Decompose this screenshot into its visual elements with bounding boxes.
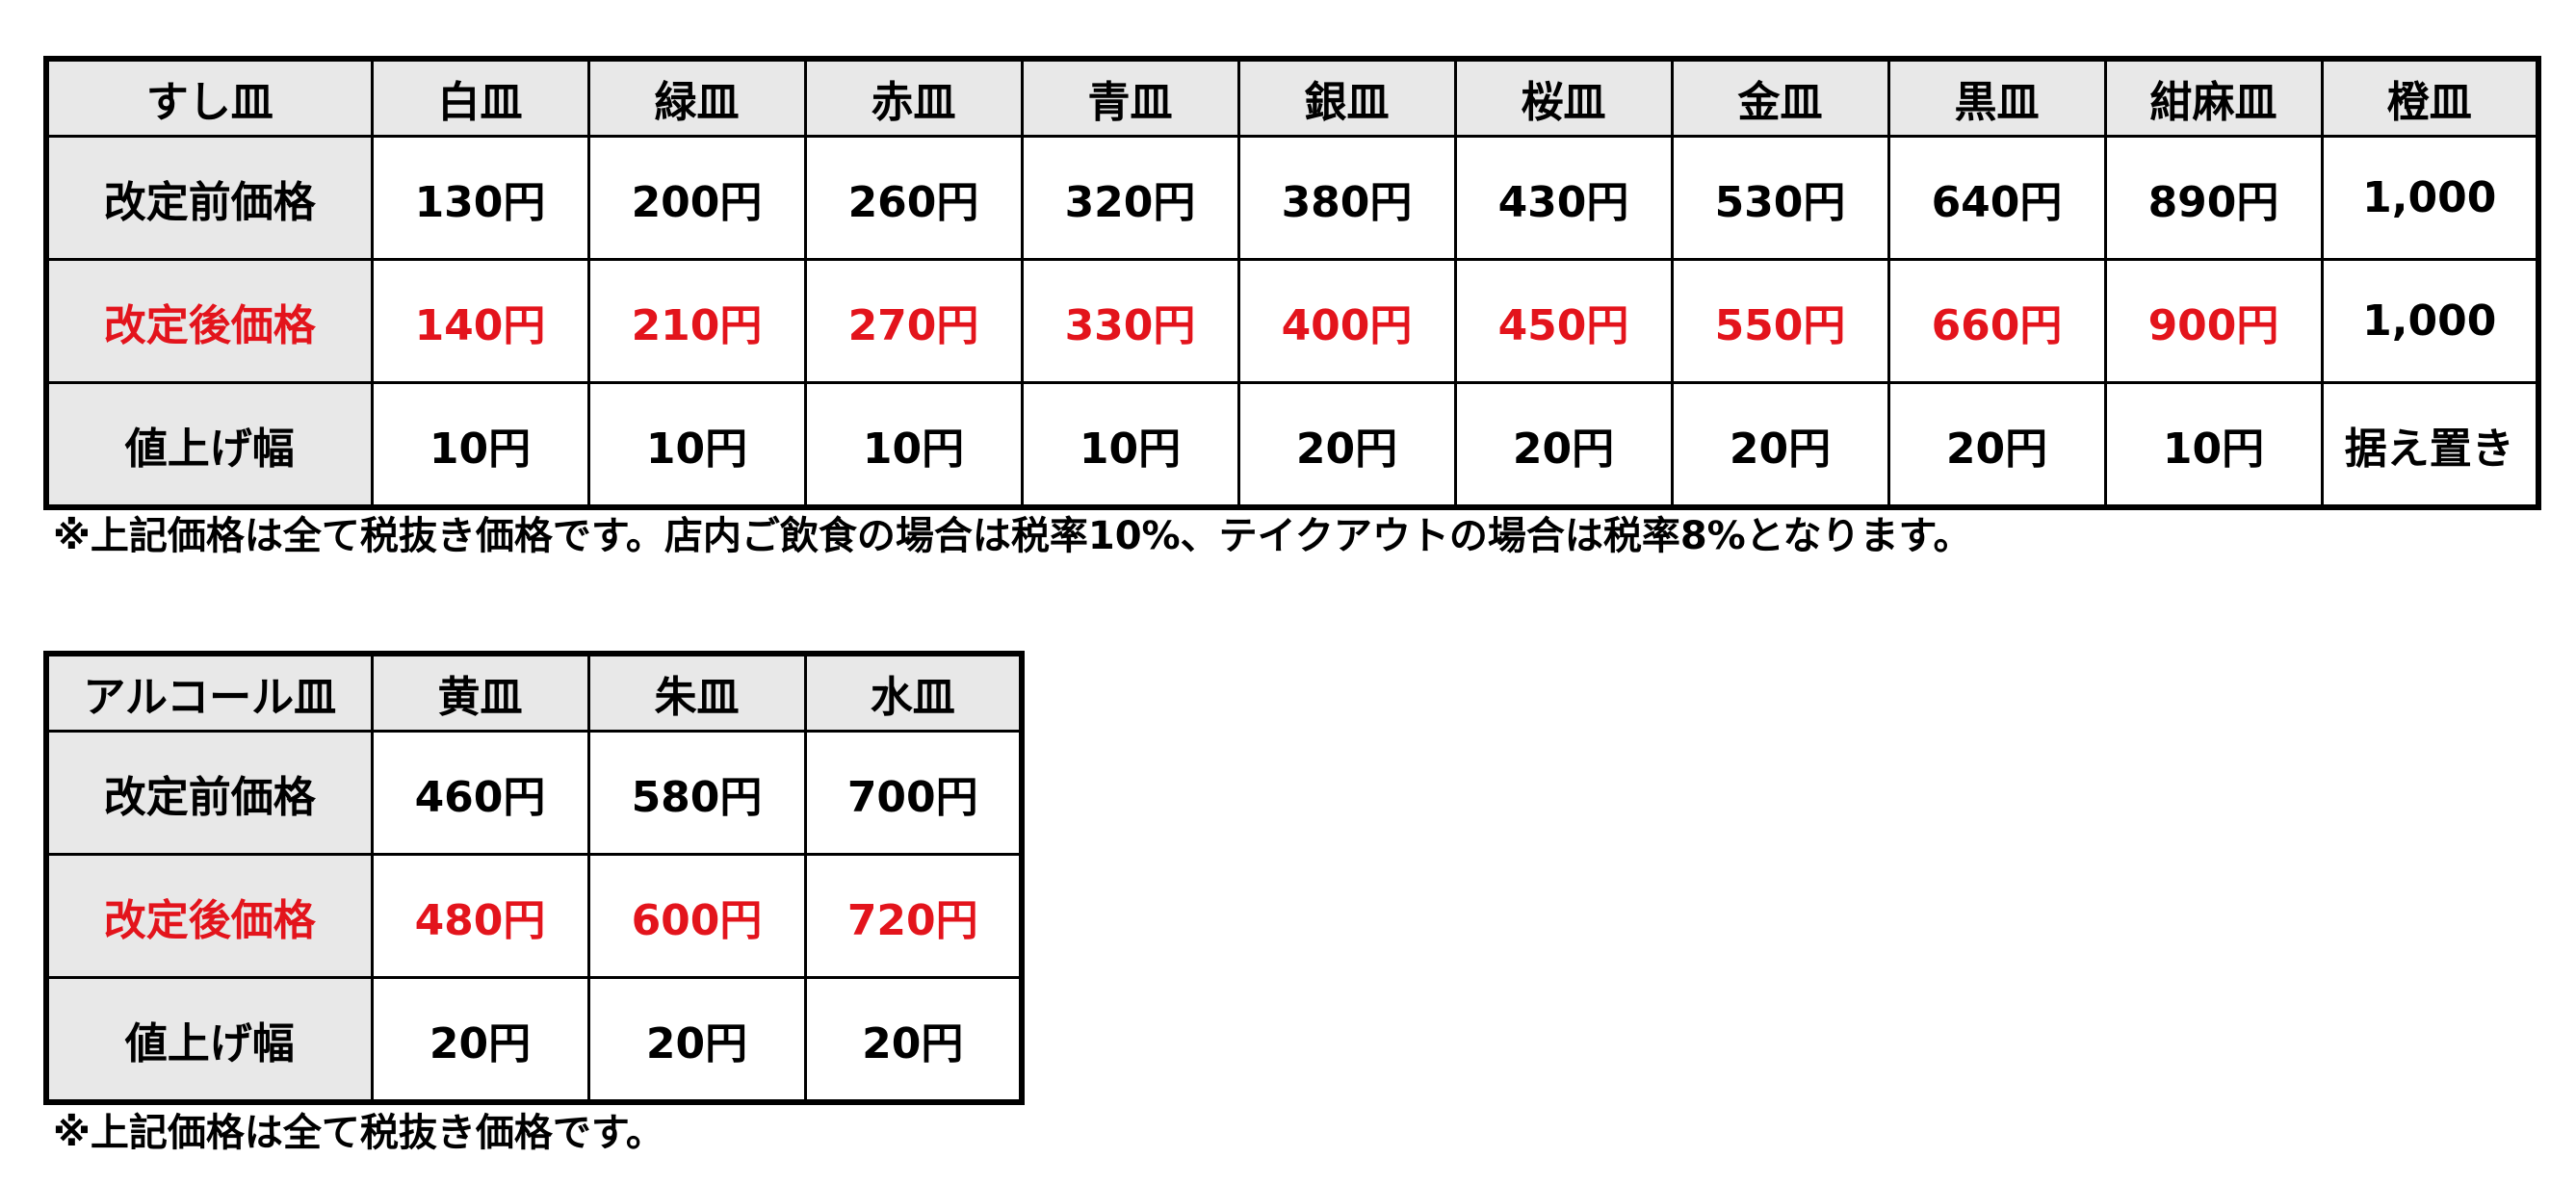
increase-cell: 20円 bbox=[586, 976, 807, 1104]
row-label-increase: 値上げ幅 bbox=[44, 381, 374, 509]
price-cell: 660円 bbox=[1886, 258, 2107, 384]
price-cell: 640円 bbox=[1886, 135, 2107, 261]
plate-navy-hemp-header: 紺麻皿 bbox=[2103, 57, 2324, 138]
sushi-table-footnote: ※上記価格は全て税抜き価格です。店内ご飲食の場合は税率10%、テイクアウトの場合… bbox=[53, 514, 1972, 558]
price-cell: 320円 bbox=[1020, 135, 1240, 261]
increase-cell: 20円 bbox=[1236, 381, 1457, 509]
price-cell: 460円 bbox=[370, 730, 590, 856]
increase-cell: 20円 bbox=[1670, 381, 1890, 509]
price-cell: 140円 bbox=[370, 258, 590, 384]
increase-cell: 20円 bbox=[370, 976, 590, 1104]
plate-green-header: 緑皿 bbox=[586, 57, 807, 138]
plate-red-header: 赤皿 bbox=[803, 57, 1024, 138]
price-cell: 330円 bbox=[1020, 258, 1240, 384]
plate-yellow-header: 黄皿 bbox=[370, 652, 590, 733]
sushi-header-row: すし皿 白皿 緑皿 赤皿 青皿 銀皿 桜皿 金皿 黒皿 紺麻皿 橙皿 bbox=[44, 57, 2540, 138]
increase-cell: 10円 bbox=[803, 381, 1024, 509]
price-cell: 550円 bbox=[1670, 258, 1890, 384]
alcohol-table-footnote: ※上記価格は全て税抜き価格です。 bbox=[53, 1111, 664, 1155]
price-cell: 600円 bbox=[586, 853, 807, 979]
price-cell: 430円 bbox=[1453, 135, 1674, 261]
row-label-old-price: 改定前価格 bbox=[44, 730, 374, 856]
alcohol-corner-header: アルコール皿 bbox=[44, 652, 374, 733]
plate-water-header: 水皿 bbox=[803, 652, 1024, 733]
sushi-corner-header: すし皿 bbox=[44, 57, 374, 138]
plate-orange-header: 橙皿 bbox=[2320, 57, 2540, 138]
increase-cell: 10円 bbox=[370, 381, 590, 509]
increase-cell: 10円 bbox=[2103, 381, 2324, 509]
price-cell: 720円 bbox=[803, 853, 1024, 979]
table-row: 値上げ幅 10円 10円 10円 10円 20円 20円 20円 20円 10円… bbox=[44, 381, 2540, 509]
row-label-new-price: 改定後価格 bbox=[44, 258, 374, 384]
plate-gold-header: 金皿 bbox=[1670, 57, 1890, 138]
price-cell: 130円 bbox=[370, 135, 590, 261]
price-cell: 200円 bbox=[586, 135, 807, 261]
table-row: 改定後価格 140円 210円 270円 330円 400円 450円 550円… bbox=[44, 258, 2540, 384]
price-cell: 260円 bbox=[803, 135, 1024, 261]
plate-blue-header: 青皿 bbox=[1020, 57, 1240, 138]
price-cell: 380円 bbox=[1236, 135, 1457, 261]
row-label-new-price: 改定後価格 bbox=[44, 853, 374, 979]
table-row: 改定後価格 480円 600円 720円 bbox=[44, 853, 1024, 979]
table-row: 改定前価格 460円 580円 700円 bbox=[44, 730, 1024, 856]
increase-cell: 20円 bbox=[803, 976, 1024, 1104]
increase-cell: 20円 bbox=[1453, 381, 1674, 509]
price-cell: 700円 bbox=[803, 730, 1024, 856]
increase-cell: 10円 bbox=[586, 381, 807, 509]
price-cell: 1,000 bbox=[2320, 258, 2540, 384]
alcohol-header-row: アルコール皿 黄皿 朱皿 水皿 bbox=[44, 652, 1024, 733]
price-cell: 270円 bbox=[803, 258, 1024, 384]
price-cell: 890円 bbox=[2103, 135, 2324, 261]
price-cell: 210円 bbox=[586, 258, 807, 384]
price-cell: 580円 bbox=[586, 730, 807, 856]
row-label-old-price: 改定前価格 bbox=[44, 135, 374, 261]
plate-vermilion-header: 朱皿 bbox=[586, 652, 807, 733]
price-cell: 480円 bbox=[370, 853, 590, 979]
increase-cell: 10円 bbox=[1020, 381, 1240, 509]
price-cell: 450円 bbox=[1453, 258, 1674, 384]
alcohol-price-table: アルコール皿 黄皿 朱皿 水皿 改定前価格 460円 580円 700円 改定後… bbox=[43, 651, 1025, 1105]
price-cell: 400円 bbox=[1236, 258, 1457, 384]
increase-cell: 据え置き bbox=[2320, 381, 2540, 509]
table-row: 改定前価格 130円 200円 260円 320円 380円 430円 530円… bbox=[44, 135, 2540, 261]
sushi-price-table: すし皿 白皿 緑皿 赤皿 青皿 銀皿 桜皿 金皿 黒皿 紺麻皿 橙皿 改定前価格… bbox=[43, 56, 2541, 510]
price-cell: 530円 bbox=[1670, 135, 1890, 261]
plate-white-header: 白皿 bbox=[370, 57, 590, 138]
table-row: 値上げ幅 20円 20円 20円 bbox=[44, 976, 1024, 1104]
plate-black-header: 黒皿 bbox=[1886, 57, 2107, 138]
price-cell: 1,000 bbox=[2320, 135, 2540, 261]
row-label-increase: 値上げ幅 bbox=[44, 976, 374, 1104]
increase-cell: 20円 bbox=[1886, 381, 2107, 509]
price-cell: 900円 bbox=[2103, 258, 2324, 384]
plate-silver-header: 銀皿 bbox=[1236, 57, 1457, 138]
plate-sakura-header: 桜皿 bbox=[1453, 57, 1674, 138]
